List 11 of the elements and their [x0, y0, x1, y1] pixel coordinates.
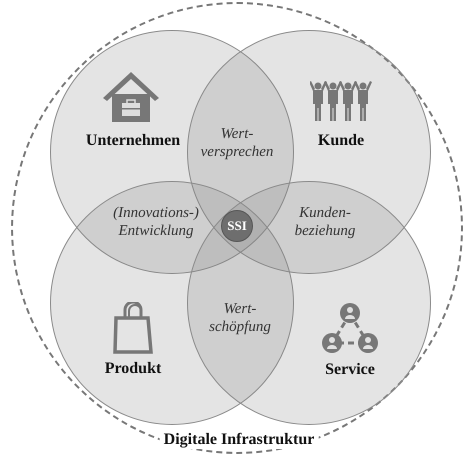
overlap-label: Kunden- beziehung — [294, 204, 356, 240]
overlap-label: Wert- schöpfung — [208, 300, 272, 336]
circle-title: Service — [325, 361, 375, 379]
core-circle: SSI — [221, 210, 253, 242]
overlap-label: Wert- versprechen — [200, 125, 274, 161]
overlap-label: (Innovations-) Entwicklung — [112, 204, 200, 240]
dashed-boundary-circle — [11, 2, 463, 454]
circle-title: Produkt — [104, 360, 162, 378]
circle-title: Kunde — [318, 132, 364, 150]
boundary-title: Digitale Infrastruktur — [160, 431, 318, 449]
circle-title: Unternehmen — [86, 132, 180, 150]
